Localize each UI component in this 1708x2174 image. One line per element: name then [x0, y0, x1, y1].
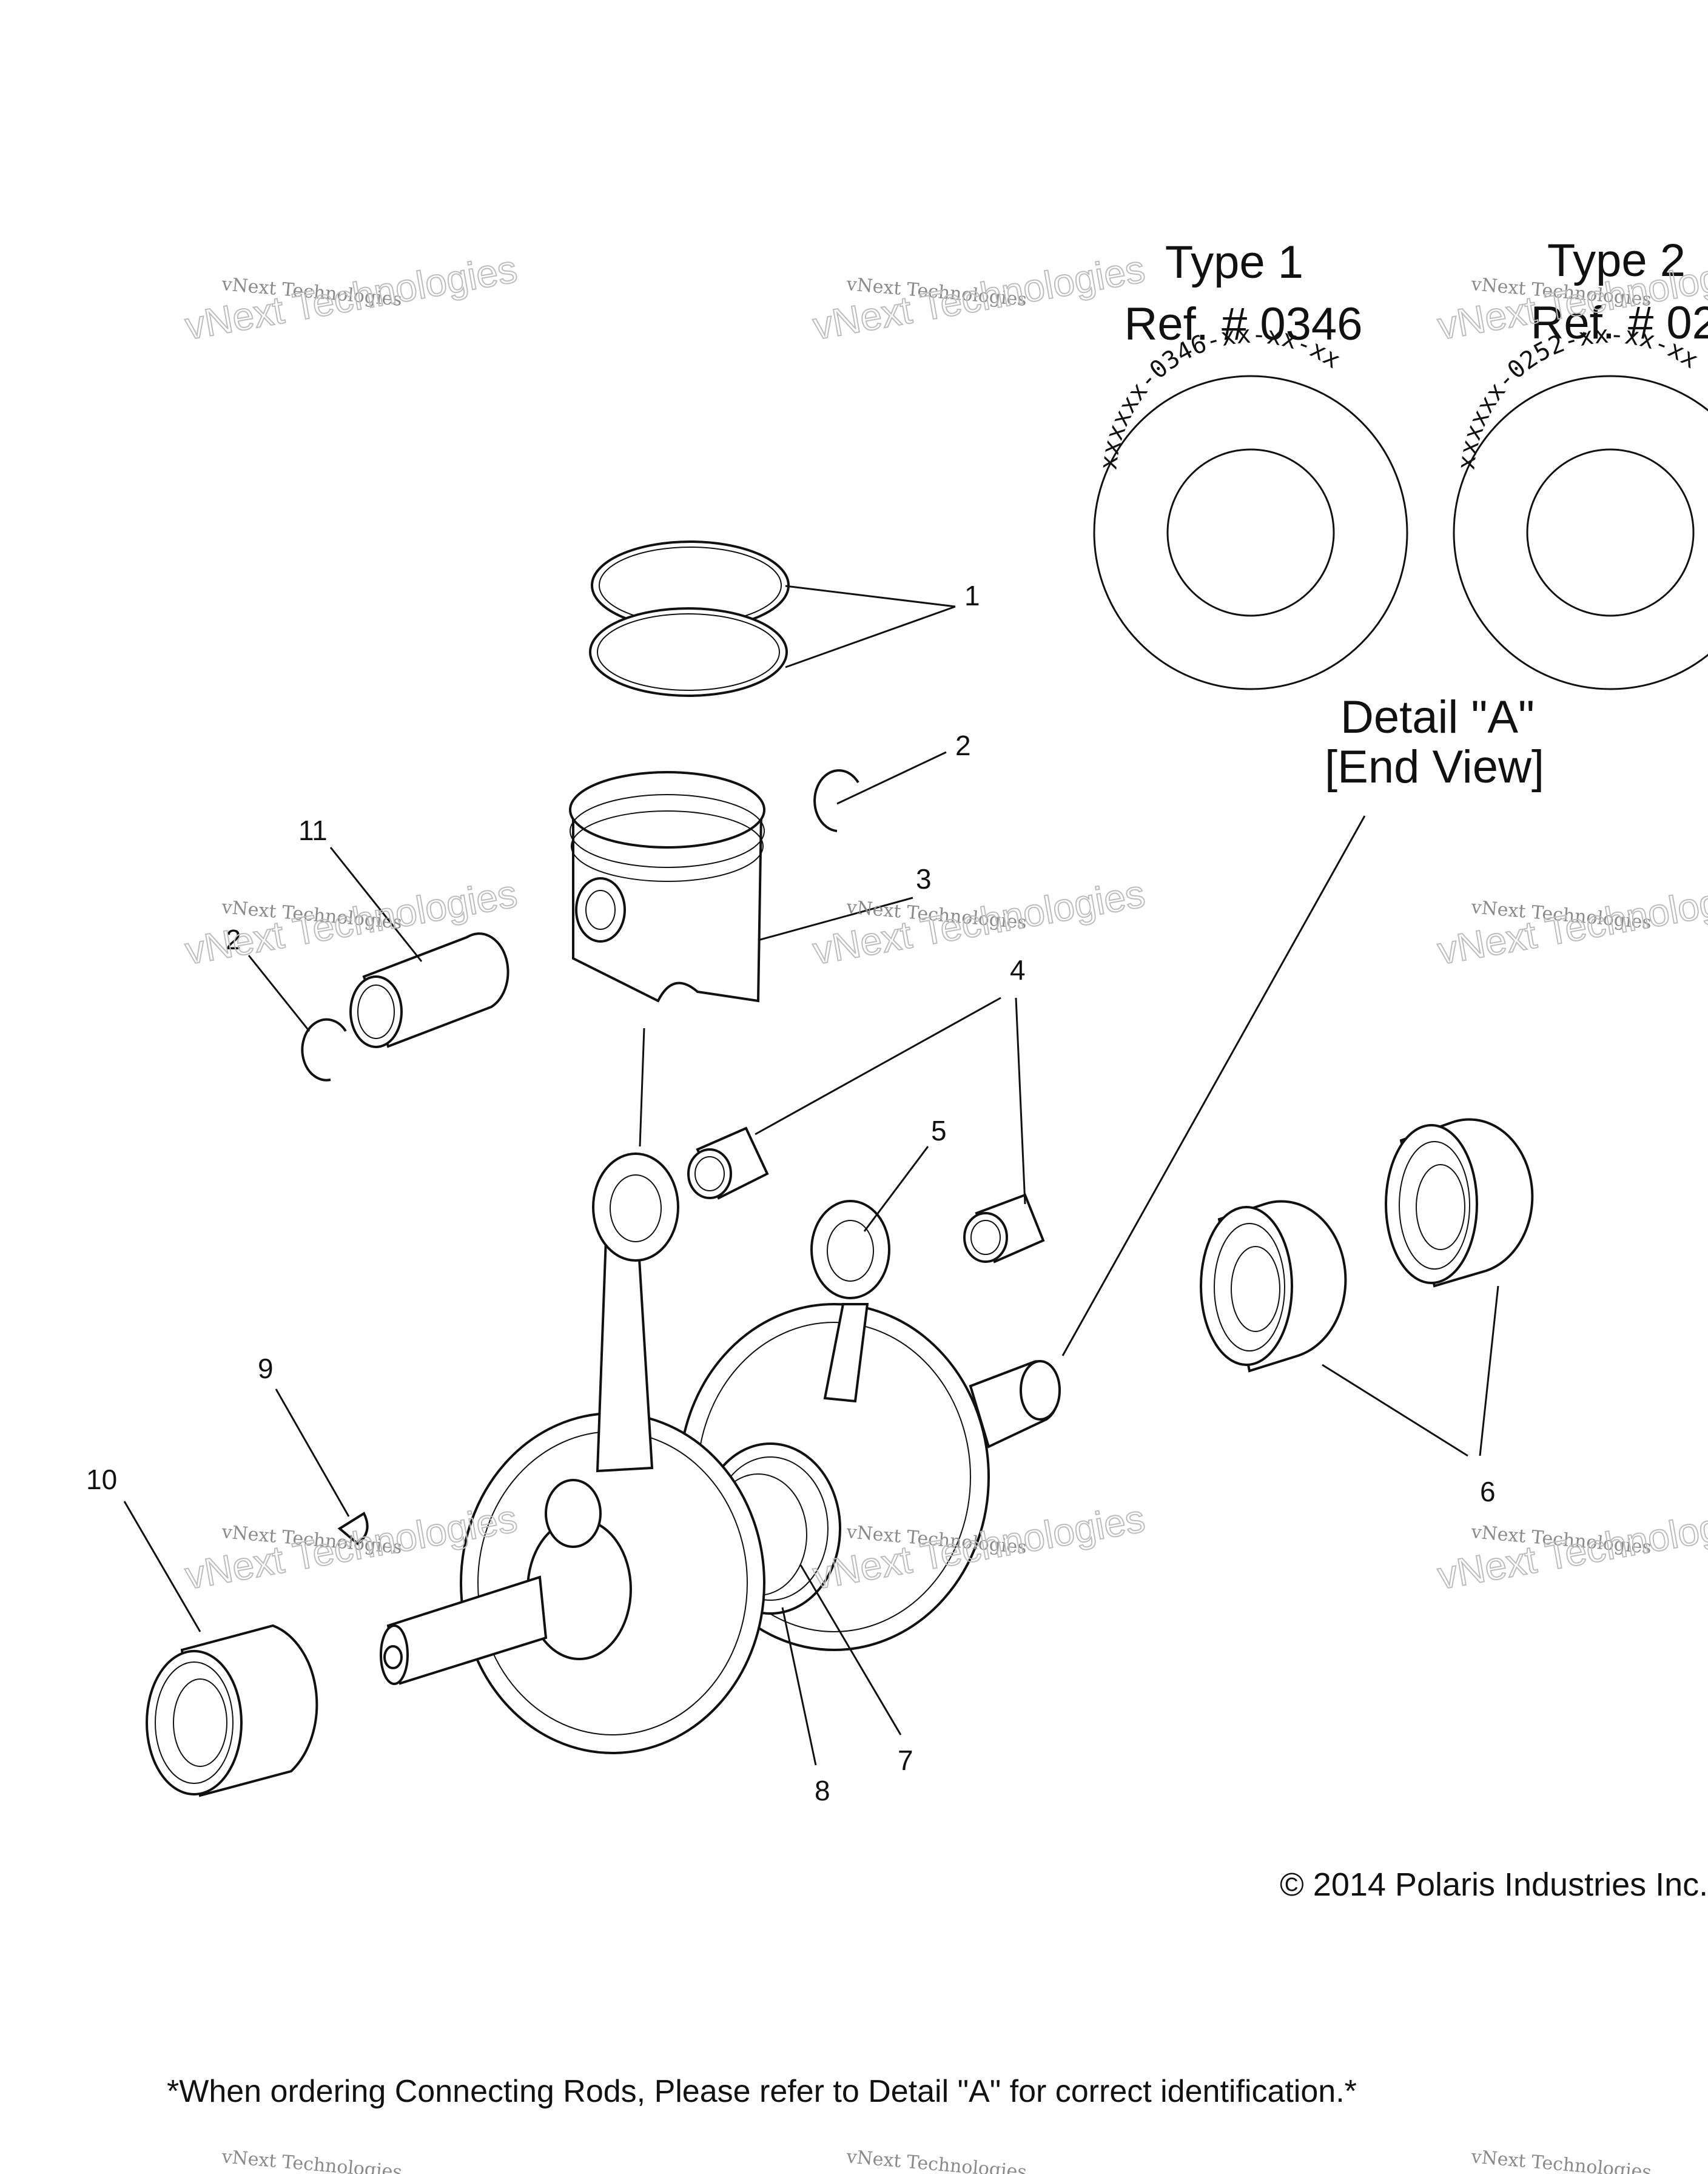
footnote: *When ordering Connecting Rods, Please r…	[167, 2074, 1357, 2109]
callout-5: 5	[931, 1115, 947, 1146]
svg-text:vNext Technologies: vNext Technologies	[810, 872, 1148, 973]
detail-a-sublabel: [End View]	[1325, 741, 1544, 793]
needle-bearing-right	[963, 1193, 1045, 1264]
svg-text:vNext Technologies: vNext Technologies	[220, 2146, 403, 2174]
callout-11: 11	[298, 815, 328, 846]
svg-text:vNext Technologies: vNext Technologies	[1470, 2146, 1652, 2174]
circlip-right	[813, 769, 859, 832]
callout-7: 7	[898, 1745, 913, 1776]
piston-pin	[349, 932, 509, 1048]
type1-ref: Ref. # 0346	[1125, 298, 1363, 350]
type2-title: Type 2	[1547, 235, 1686, 286]
ball-bearing-right	[1385, 1118, 1534, 1288]
callout-3: 3	[916, 863, 932, 895]
copyright: © 2014 Polaris Industries Inc.	[1280, 1866, 1708, 1903]
roller-bearing	[146, 1624, 318, 1797]
ball-bearing-left	[1200, 1200, 1347, 1373]
type2-stamp: xxxxxx-0252-xx-xx-xx	[1452, 321, 1703, 471]
woodruff-key	[337, 1512, 369, 1546]
type2-ref: Ref. # 0252	[1531, 297, 1708, 349]
type1-end-view: xxxxxx-0346-xx-xx-xx	[1093, 321, 1408, 690]
svg-text:vNext Technologies: vNext Technologies	[1434, 1496, 1708, 1598]
circlip-left	[301, 1018, 347, 1082]
detail-a-label: Detail "A"	[1340, 692, 1535, 743]
callout-2-left: 2	[226, 924, 241, 955]
callout-8: 8	[815, 1775, 830, 1806]
piston	[569, 771, 765, 1003]
svg-text:vNext Technologies: vNext Technologies	[182, 247, 520, 348]
svg-text:vNext Technologies: vNext Technologies	[1434, 872, 1708, 973]
callout-6: 6	[1480, 1476, 1496, 1507]
callout-4: 4	[1010, 954, 1026, 986]
needle-bearing-left	[687, 1126, 769, 1200]
svg-text:vNext Technologies: vNext Technologies	[845, 2146, 1027, 2174]
callout-10: 10	[86, 1464, 117, 1495]
callout-2-right: 2	[955, 730, 971, 761]
type1-title: Type 1	[1165, 237, 1303, 288]
svg-text:vNext Technologies: vNext Technologies	[810, 247, 1148, 348]
callout-1: 1	[964, 580, 980, 611]
type2-end-view: xxxxxx-0252-xx-xx-xx	[1452, 321, 1708, 690]
piston-rings	[589, 540, 790, 697]
crankshaft-assembly	[380, 1153, 1061, 1754]
callout-9: 9	[258, 1353, 274, 1384]
